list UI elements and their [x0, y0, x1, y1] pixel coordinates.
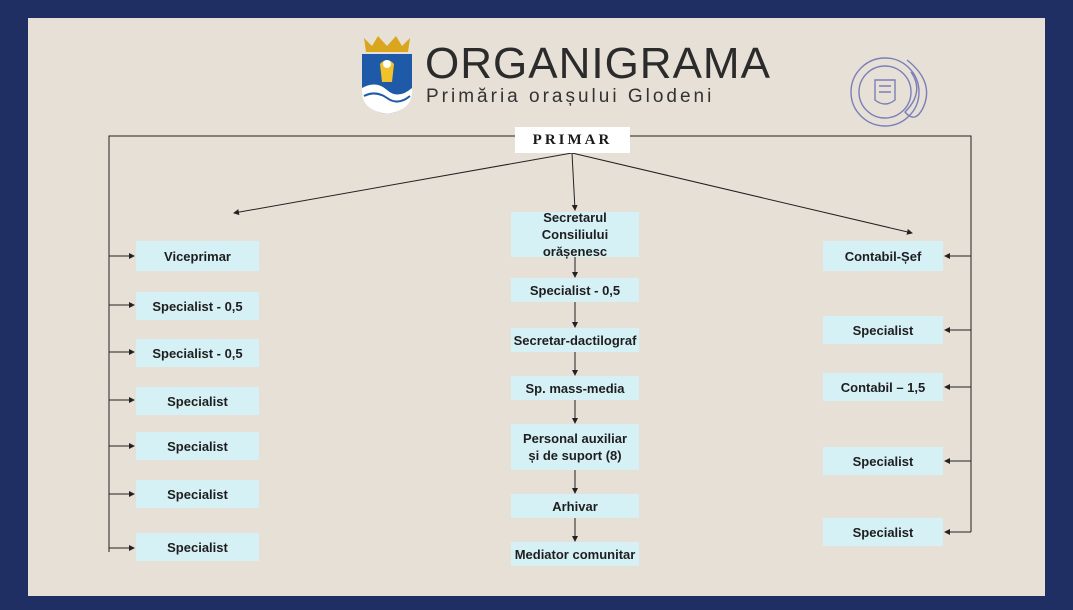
official-seal-icon [850, 57, 928, 127]
right-column-box: Specialist [823, 447, 943, 475]
left-column-box: Viceprimar [136, 241, 259, 271]
center-column-box: Specialist - 0,5 [511, 278, 639, 302]
right-column-box: Specialist [823, 518, 943, 546]
center-column-box: Mediator comunitar [511, 542, 639, 566]
coat-of-arms-icon [362, 36, 412, 114]
right-column-box: Contabil-Șef [823, 241, 943, 271]
diagram-subtitle: Primăria orașului Glodeni [426, 86, 715, 107]
center-column-box: Sp. mass-media [511, 376, 639, 400]
left-column-box: Specialist [136, 533, 259, 561]
left-column-box: Specialist [136, 387, 259, 415]
right-column-box: Specialist [823, 316, 943, 344]
left-column-box: Specialist [136, 432, 259, 460]
diagram-title: ORGANIGRAMA [425, 39, 771, 88]
left-column-box: Specialist - 0,5 [136, 339, 259, 367]
left-column-box: Specialist [136, 480, 259, 508]
center-column-box: Secretarul Consiliului orășenesc [511, 210, 639, 259]
center-column-box: Personal auxiliar și de suport (8) [511, 424, 639, 470]
right-column-box: Contabil – 1,5 [823, 373, 943, 401]
left-column-box: Specialist - 0,5 [136, 292, 259, 320]
center-column-box: Arhivar [511, 494, 639, 518]
primar-box: PRIMAR [515, 127, 630, 153]
center-column-box: Secretar-dactilograf [511, 328, 639, 352]
